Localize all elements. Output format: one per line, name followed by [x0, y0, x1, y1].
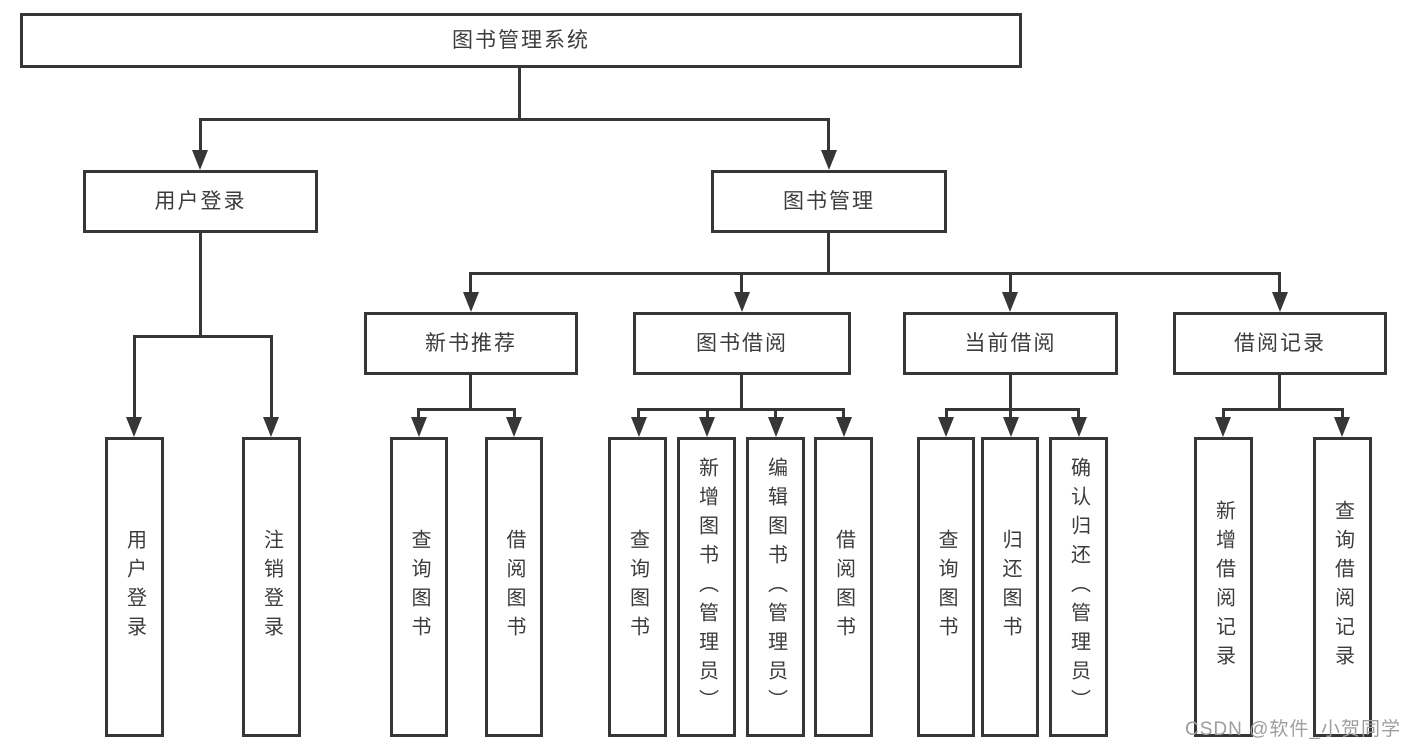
arrowhead-icon: [836, 417, 852, 437]
node-label: 编辑图书（管理员）: [764, 456, 787, 718]
connector-drop-leaf: [842, 408, 845, 419]
node-current-borrow: 当前借阅: [903, 312, 1118, 375]
connector-module-stem: [1278, 375, 1281, 408]
connector-module-split: [417, 408, 516, 411]
connector-drop-leaf: [417, 408, 420, 419]
node-leaf-confirm-return-admin: 确认归还（管理员）: [1049, 437, 1108, 737]
connector-drop-leaf: [133, 335, 136, 419]
node-label: 确认归还（管理员）: [1067, 456, 1090, 718]
connector-drop-leaf: [945, 408, 948, 419]
connector-root-stem: [518, 68, 521, 120]
arrowhead-icon: [699, 417, 715, 437]
connector-module-stem: [469, 375, 472, 408]
arrowhead-icon: [734, 292, 750, 312]
node-label: 查询图书: [408, 529, 430, 645]
node-label: 注销登录: [260, 529, 283, 645]
node-leaf-query-books-recommend: 查询图书: [390, 437, 448, 737]
node-label: 借阅记录: [1234, 332, 1326, 355]
node-leaf-return-books: 归还图书: [981, 437, 1039, 737]
connector-drop-module: [1009, 272, 1012, 296]
arrowhead-icon: [411, 417, 427, 437]
connector-drop-book-management: [827, 118, 830, 154]
arrowhead-icon: [768, 417, 784, 437]
arrowhead-icon: [506, 417, 522, 437]
arrowhead-icon: [1215, 417, 1231, 437]
arrowhead-icon: [263, 417, 279, 437]
node-label: 查询图书: [626, 529, 649, 645]
node-label: 新增图书（管理员）: [695, 456, 718, 718]
arrowhead-icon: [463, 292, 479, 312]
node-leaf-borrow-books: 借阅图书: [814, 437, 873, 737]
connector-drop-leaf: [270, 335, 273, 419]
csdn-watermark: CSDN @软件_小贺同学: [1185, 719, 1401, 740]
node-label: 归还图书: [999, 529, 1021, 645]
node-leaf-query-borrow-record: 查询借阅记录: [1313, 437, 1372, 737]
node-root-library-management-system: 图书管理系统: [20, 13, 1022, 68]
node-label: 图书借阅: [696, 332, 788, 355]
connector-drop-leaf: [706, 408, 709, 419]
connector-book-management-split: [469, 272, 1281, 275]
connector-module-split: [637, 408, 844, 411]
node-label: 查询图书: [935, 529, 957, 645]
connector-module-stem: [1009, 375, 1012, 408]
node-book-management: 图书管理: [711, 170, 947, 233]
node-leaf-user-login: 用户登录: [105, 437, 164, 737]
connector-book-management-stem: [827, 233, 830, 272]
node-leaf-edit-books-admin: 编辑图书（管理员）: [746, 437, 805, 737]
arrowhead-icon: [821, 150, 837, 170]
node-label: 图书管理系统: [452, 29, 590, 52]
connector-drop-leaf: [1341, 408, 1344, 419]
connector-user-login-stem: [199, 233, 202, 335]
node-label: 用户登录: [123, 529, 146, 645]
arrowhead-icon: [1003, 417, 1019, 437]
arrowhead-icon: [1334, 417, 1350, 437]
node-label: 图书管理: [783, 190, 875, 213]
node-label: 新书推荐: [425, 332, 517, 355]
arrowhead-icon: [938, 417, 954, 437]
arrowhead-icon: [1002, 292, 1018, 312]
connector-module-split: [945, 408, 1080, 411]
node-label: 查询借阅记录: [1331, 500, 1354, 674]
node-label: 借阅图书: [503, 529, 525, 645]
connector-drop-user-login: [199, 118, 202, 154]
arrowhead-icon: [1272, 292, 1288, 312]
node-label: 借阅图书: [832, 529, 855, 645]
connector-root-split: [199, 118, 830, 121]
node-new-book-recommend: 新书推荐: [364, 312, 578, 375]
connector-drop-module: [469, 272, 472, 296]
connector-drop-module: [1278, 272, 1281, 296]
connector-module-stem: [740, 375, 743, 408]
connector-drop-leaf: [1222, 408, 1225, 419]
arrowhead-icon: [126, 417, 142, 437]
node-leaf-logout: 注销登录: [242, 437, 301, 737]
arrowhead-icon: [631, 417, 647, 437]
node-leaf-borrow-books-recommend: 借阅图书: [485, 437, 543, 737]
node-borrow-records: 借阅记录: [1173, 312, 1387, 375]
node-leaf-query-books: 查询图书: [608, 437, 667, 737]
node-user-login: 用户登录: [83, 170, 318, 233]
node-label: 当前借阅: [964, 332, 1057, 355]
connector-user-login-split: [133, 335, 273, 338]
arrowhead-icon: [192, 150, 208, 170]
connector-drop-leaf: [513, 408, 516, 419]
connector-drop-leaf: [1009, 408, 1012, 419]
connector-drop-leaf: [774, 408, 777, 419]
node-leaf-add-books-admin: 新增图书（管理员）: [677, 437, 736, 737]
connector-drop-leaf: [637, 408, 640, 419]
connector-drop-leaf: [1077, 408, 1080, 419]
arrowhead-icon: [1071, 417, 1087, 437]
node-label: 新增借阅记录: [1212, 500, 1235, 674]
connector-module-split: [1222, 408, 1344, 411]
connector-drop-module: [740, 272, 743, 296]
node-label: 用户登录: [154, 190, 247, 213]
node-leaf-query-books-current: 查询图书: [917, 437, 975, 737]
node-book-borrow: 图书借阅: [633, 312, 851, 375]
node-leaf-add-borrow-record: 新增借阅记录: [1194, 437, 1253, 737]
